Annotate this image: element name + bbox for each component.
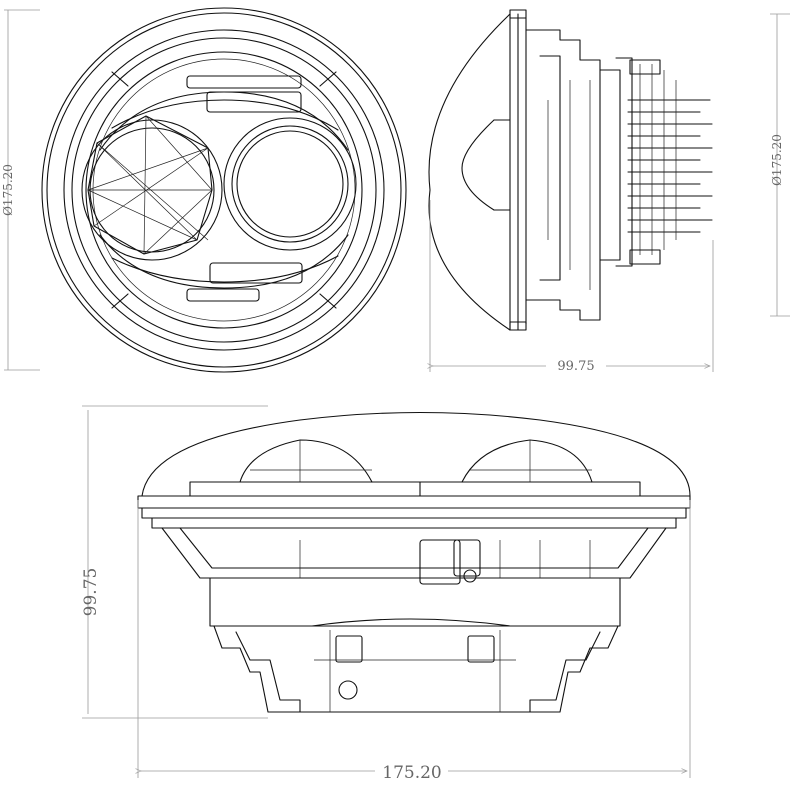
bottom-height-label: 99.75 (81, 568, 101, 617)
front-view (41, 7, 407, 373)
front-diameter-dimension: Ø175.20 (1, 9, 40, 371)
bottom-height-dimension: 99.75 (81, 405, 268, 719)
side-view (428, 9, 713, 331)
bottom-width-label: 175.20 (382, 763, 441, 783)
side-depth-dimension: 99.75 (430, 200, 714, 374)
bottom-view (137, 411, 691, 713)
side-diameter-dimension: Ø175.20 (770, 13, 790, 317)
front-diameter-label: Ø175.20 (1, 164, 15, 216)
side-diameter-label: Ø175.20 (770, 134, 784, 186)
side-depth-label: 99.75 (557, 359, 594, 374)
bottom-width-dimension: 175.20 (138, 500, 691, 783)
